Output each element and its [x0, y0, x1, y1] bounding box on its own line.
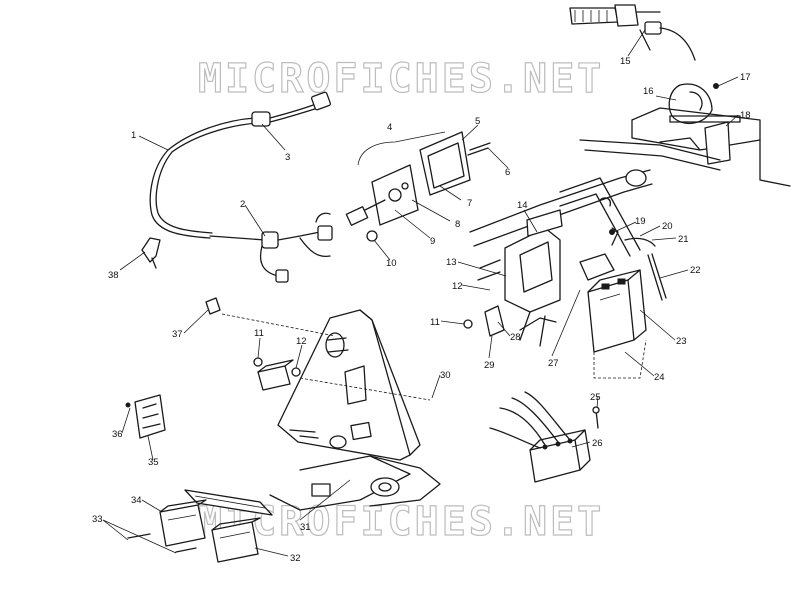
callout-7: 7 — [467, 198, 472, 209]
frame-panel — [221, 309, 441, 511]
callout-9: 9 — [430, 236, 435, 247]
bracket-assembly — [463, 209, 563, 347]
callout-13: 13 — [446, 257, 457, 268]
callout-14: 14 — [517, 200, 528, 211]
callout-12-upper: 12 — [452, 281, 463, 292]
handlebar-switch — [569, 4, 696, 61]
callout-4: 4 — [387, 122, 392, 133]
callout-22: 22 — [690, 265, 701, 276]
callout-30: 30 — [440, 370, 451, 381]
callout-6: 6 — [505, 167, 510, 178]
frame-rails — [469, 139, 721, 257]
callout-21: 21 — [678, 234, 689, 245]
callout-35: 35 — [148, 457, 159, 468]
callout-15: 15 — [620, 56, 631, 67]
callout-25: 25 — [590, 392, 601, 403]
callout-8: 8 — [455, 219, 460, 230]
battery-assembly — [579, 227, 667, 379]
callout-1: 1 — [131, 130, 136, 141]
left-components — [125, 297, 301, 439]
callout-29: 29 — [484, 360, 495, 371]
horn-assembly — [631, 83, 791, 187]
callout-10: 10 — [386, 258, 397, 269]
leader-lines — [102, 29, 739, 557]
callout-18: 18 — [740, 110, 751, 121]
callout-17: 17 — [740, 72, 751, 83]
callout-34: 34 — [131, 495, 142, 506]
callout-23: 23 — [676, 336, 687, 347]
callout-11-lower: 11 — [254, 328, 264, 339]
watermark-top: MICROFICHES.NET — [198, 56, 604, 102]
callout-27: 27 — [548, 358, 559, 369]
callout-32: 32 — [290, 553, 301, 564]
wire-harness — [141, 91, 333, 283]
callout-26: 26 — [592, 438, 603, 449]
callout-12-lower: 12 — [296, 336, 307, 347]
voltage-regulator — [489, 391, 600, 483]
callout-33: 33 — [92, 514, 103, 525]
callout-5: 5 — [475, 116, 480, 127]
callout-16: 16 — [643, 86, 654, 97]
tail-light-assembly — [345, 131, 491, 242]
callout-31: 31 — [300, 522, 311, 533]
callout-2: 2 — [240, 199, 245, 210]
callout-36: 36 — [112, 429, 123, 440]
callout-37: 37 — [172, 329, 183, 340]
callout-labels: 1 2 3 4 5 6 7 8 9 10 11 11 12 12 13 14 1… — [92, 56, 751, 564]
callout-11-upper: 11 — [430, 317, 440, 328]
callout-20: 20 — [662, 221, 673, 232]
bottom-plates — [127, 489, 273, 563]
callout-24: 24 — [654, 372, 665, 383]
callout-3: 3 — [285, 152, 290, 163]
callout-19: 19 — [635, 216, 646, 227]
callout-38: 38 — [108, 270, 119, 281]
callout-28: 28 — [510, 332, 521, 343]
